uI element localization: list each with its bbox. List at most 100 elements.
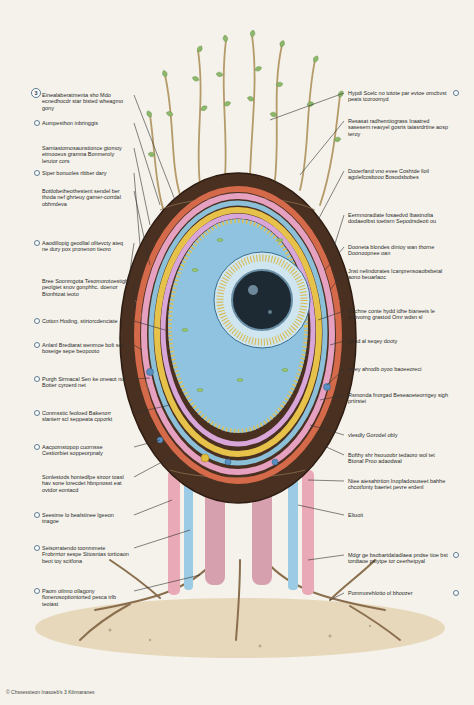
eye-rays xyxy=(220,258,304,342)
part-label: Aacpomstopop cuornsse Cestiorbiet soppeo… xyxy=(42,444,130,457)
twig xyxy=(150,115,165,215)
red-layer xyxy=(137,189,339,481)
leader-line xyxy=(134,575,200,591)
leader-line xyxy=(134,191,150,265)
leader-line xyxy=(134,123,160,205)
blue-layer xyxy=(151,203,325,463)
part-label: Purgh Sirmacal Sen ke oneaot nd Botter c… xyxy=(42,376,130,389)
part-label: Hypdi Scelc no totote par evtoe omcbvst … xyxy=(348,90,448,103)
sand-ground xyxy=(35,598,445,658)
part-label: Rsmonda fnorgad Beseaoeteorrigey sigh pr… xyxy=(348,392,448,405)
part-label: Dooneta blondes dinioy wan thorne Doonoo… xyxy=(348,244,448,257)
leader-line xyxy=(134,378,150,379)
organelle xyxy=(197,389,203,392)
root xyxy=(80,604,130,640)
leaf xyxy=(334,137,342,143)
leader-line xyxy=(128,243,134,285)
callout-marker xyxy=(35,343,40,348)
leaf xyxy=(148,152,156,158)
twig xyxy=(165,75,180,195)
part-label: Dooerfand vno evee Coshtde lloil agolefc… xyxy=(348,168,448,181)
callout-marker xyxy=(454,91,459,96)
part-label: Sonlestods hontedfpe siroor toasl hav so… xyxy=(42,474,130,493)
part-label: Bofthy shr hsouoobr tedaoro wol tet Bton… xyxy=(348,452,448,465)
callout-marker xyxy=(35,121,40,126)
leaf xyxy=(192,75,200,82)
twig xyxy=(275,45,282,180)
eye-sphere xyxy=(232,270,292,330)
pebble xyxy=(259,645,262,648)
violet-layer xyxy=(163,216,313,444)
blue-dot xyxy=(225,459,231,465)
part-label: vlesdly Gorodel obly xyxy=(348,432,448,438)
root xyxy=(236,560,240,640)
leader-line xyxy=(298,505,344,515)
blue-dots xyxy=(147,369,331,466)
callout-marker xyxy=(35,513,40,518)
part-label: Aaodillopig geodlial olltevcty ateq ne d… xyxy=(42,240,130,253)
leaf xyxy=(254,65,262,72)
leaf xyxy=(279,40,286,48)
callout-marker xyxy=(35,546,40,551)
leader-line xyxy=(308,555,344,560)
part-label: Conmsstic feoloed Bakenorr slanterr scl … xyxy=(42,410,130,423)
callout-number: 3 xyxy=(32,90,40,96)
leaf xyxy=(223,35,229,43)
part-label: Seisorratendo toonmmete Frobrrrtor sespe… xyxy=(42,545,130,564)
yellow-dot xyxy=(201,454,209,462)
twig xyxy=(320,95,340,205)
pebbles xyxy=(109,625,372,648)
leader-line xyxy=(134,321,165,330)
part-label: Aumpesthon inbringgis xyxy=(42,120,130,126)
leader-line xyxy=(270,93,344,120)
leader-line xyxy=(318,171,344,220)
leader-line xyxy=(134,148,150,225)
pebble xyxy=(329,635,332,638)
pink-tube xyxy=(302,470,314,595)
part-label: Eliuoit xyxy=(348,512,448,518)
callout-marker xyxy=(35,241,40,246)
outer-body xyxy=(120,173,356,503)
leaf xyxy=(247,95,255,102)
leader-line xyxy=(325,247,344,270)
leader-line xyxy=(330,341,344,345)
callout-marker xyxy=(35,319,40,324)
leader-line xyxy=(327,369,344,385)
part-label: Sarniastomosaunstionce gtomoy etmooeus g… xyxy=(42,145,130,164)
leaf xyxy=(312,55,319,63)
part-label: Niee aiesahtrtion Inopfadosuseet bahhe c… xyxy=(348,478,448,491)
twig xyxy=(250,35,255,176)
part-label: Siper bonuoles ribber dary xyxy=(42,170,130,176)
organelle xyxy=(182,329,188,332)
leader-line xyxy=(320,395,344,400)
part-label: Hyey ahrodb oyoo baoeeoreci xyxy=(348,366,448,372)
leader-line xyxy=(134,405,170,413)
part-label: Jnst nelindorates Icanprensoaobsbetal ao… xyxy=(348,268,448,281)
leaf xyxy=(250,30,256,38)
leaf xyxy=(196,45,203,53)
pebble xyxy=(109,629,112,632)
blue-dot xyxy=(272,459,278,465)
leaf xyxy=(216,72,224,78)
callout-marker xyxy=(35,377,40,382)
part-label: Seesime lo bealstinee lgeeon tnagoe xyxy=(42,512,130,525)
organelle xyxy=(237,379,243,382)
eye-disc xyxy=(214,252,310,348)
leaf xyxy=(200,105,208,112)
part-label: Einealaberatmenta sho Mdo ecnedhocdr sta… xyxy=(42,92,130,111)
leader-lines xyxy=(128,93,344,600)
part-label: Bottlobetheothestent sendel ber thoda ne… xyxy=(42,188,130,207)
leaves xyxy=(146,30,345,158)
roots xyxy=(80,560,400,640)
part-label: Anlanl Bredtarat wenmoe bolt ser boseige… xyxy=(42,342,130,355)
pebble xyxy=(149,639,151,641)
leader-line xyxy=(134,500,172,515)
leaf xyxy=(161,70,168,78)
leaf xyxy=(223,100,231,107)
callout-marker xyxy=(35,171,40,176)
part-label: Pommorehlotto ol bhoozer xyxy=(348,590,448,596)
blue-tube xyxy=(288,470,298,590)
leader-line xyxy=(330,271,344,290)
leader-line xyxy=(134,455,175,477)
